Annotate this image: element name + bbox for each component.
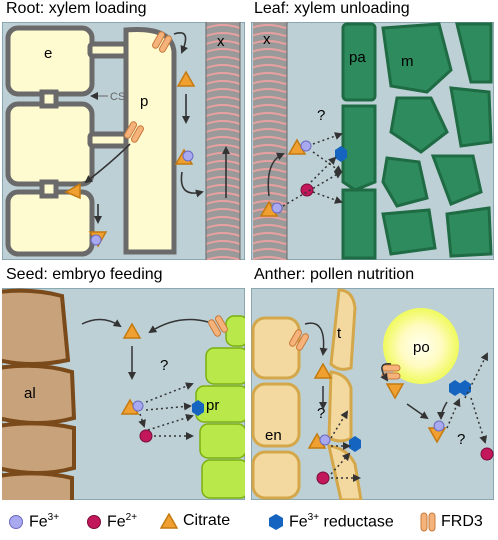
seed-embryo-cells (195, 315, 245, 499)
citrate-triangle-icon (64, 182, 81, 200)
reductase-hexagon-icon (449, 380, 461, 396)
seed-panel: al pr ? (2, 288, 245, 500)
fe2-circle-icon (316, 471, 330, 485)
legend-reductase-label: Fe (289, 513, 308, 531)
legend-item-fe3: Fe3+ (8, 512, 59, 531)
legend-item-fe2: Fe2+ (86, 512, 137, 531)
leaf-cells (341, 22, 493, 260)
legend-fe3-sup: 3+ (47, 512, 60, 523)
seed-label-al: al (24, 385, 36, 402)
panel-title-root: Root: xylem loading (6, 0, 147, 17)
citrate-triangle-icon (313, 362, 333, 379)
fe3-circle-icon (271, 202, 283, 214)
root-label-x: x (217, 33, 225, 50)
legend-item-reductase: Fe3+ reductase (268, 512, 394, 531)
reductase-hexagon-icon (192, 400, 204, 416)
fe3-circle-icon (319, 434, 331, 446)
seed-aleurone-cells (2, 288, 77, 500)
anther-label-question-2: ? (457, 431, 465, 448)
fe3-circle-icon (182, 150, 194, 162)
frd3-transporter-icon (124, 121, 144, 143)
anther-label-en: en (265, 427, 282, 444)
leaf-panel: x pa m ? (251, 22, 494, 260)
anther-tapetum-cells (327, 288, 363, 500)
legend-frd3-label: FRD3 (441, 513, 483, 530)
leaf-label-m: m (401, 53, 414, 70)
legend-citrate-label: Citrate (183, 512, 231, 529)
panel-title-leaf: Leaf: xylem unloading (254, 0, 410, 17)
root-xylem-vessel (206, 22, 240, 260)
leaf-label-pa: pa (349, 49, 366, 66)
root-label-p: p (140, 93, 148, 110)
fe3-circle-icon (132, 400, 144, 412)
legend-fe2-label: Fe (107, 513, 126, 531)
panel-title-seed: Seed: embryo feeding (6, 266, 163, 283)
citrate-triangle-icon (176, 70, 196, 87)
fe3-circle-icon (300, 140, 312, 152)
anther-label-t: t (337, 325, 342, 342)
fe2-circle-icon (87, 514, 101, 529)
citrate-triangle-icon (122, 322, 142, 339)
frd3-transporter-icon (289, 329, 309, 351)
panel-title-anther: Anther: pollen nutrition (254, 266, 415, 283)
anther-label-po: po (413, 339, 430, 356)
reductase-hexagon-icon (349, 436, 361, 452)
frd3-transporter-icon (420, 512, 436, 532)
seed-label-question: ? (160, 357, 168, 374)
root-label-e: e (44, 45, 52, 62)
legend-fe2-sup: 2+ (125, 512, 138, 523)
seed-label-pr: pr (206, 397, 219, 414)
legend-reductase-sup: 3+ (307, 512, 320, 523)
legend-reductase-rest: reductase (319, 513, 394, 531)
frd3-transporter-icon (152, 31, 172, 53)
fe2-circle-icon (300, 183, 314, 197)
leaf-label-x: x (263, 31, 271, 48)
leaf-xylem-vessel (253, 22, 287, 260)
legend-fe3-label: Fe (29, 513, 48, 531)
fe3-circle-icon (90, 234, 102, 246)
root-panel: e p CS x (2, 22, 245, 260)
legend: Fe3+ Fe2+ Citrate Fe3+ reductase FRD3 (0, 508, 498, 540)
anther-label-question-1: ? (317, 405, 325, 422)
root-label-cs: CS (110, 91, 125, 103)
root-pericycle-cell (123, 26, 177, 255)
leaf-label-question: ? (317, 107, 325, 124)
fe2-circle-icon (139, 429, 153, 443)
anther-endothecium-cells (251, 316, 301, 500)
citrate-triangle-icon (385, 383, 405, 400)
citrate-triangle-icon (160, 513, 178, 529)
reductase-hexagon-icon (269, 513, 283, 530)
pollen-grain (383, 308, 459, 384)
legend-item-citrate: Citrate (160, 512, 230, 530)
root-epidermis-cells (5, 25, 129, 257)
anther-panel: en t po ? ? (251, 288, 494, 500)
fe3-circle-icon (9, 514, 23, 529)
reductase-hexagon-icon (335, 146, 347, 162)
frd3-transporter-icon (208, 315, 228, 337)
legend-item-frd3: FRD3 (420, 512, 483, 532)
fe2-circle-icon (480, 447, 494, 461)
fe3-circle-icon (433, 420, 445, 432)
